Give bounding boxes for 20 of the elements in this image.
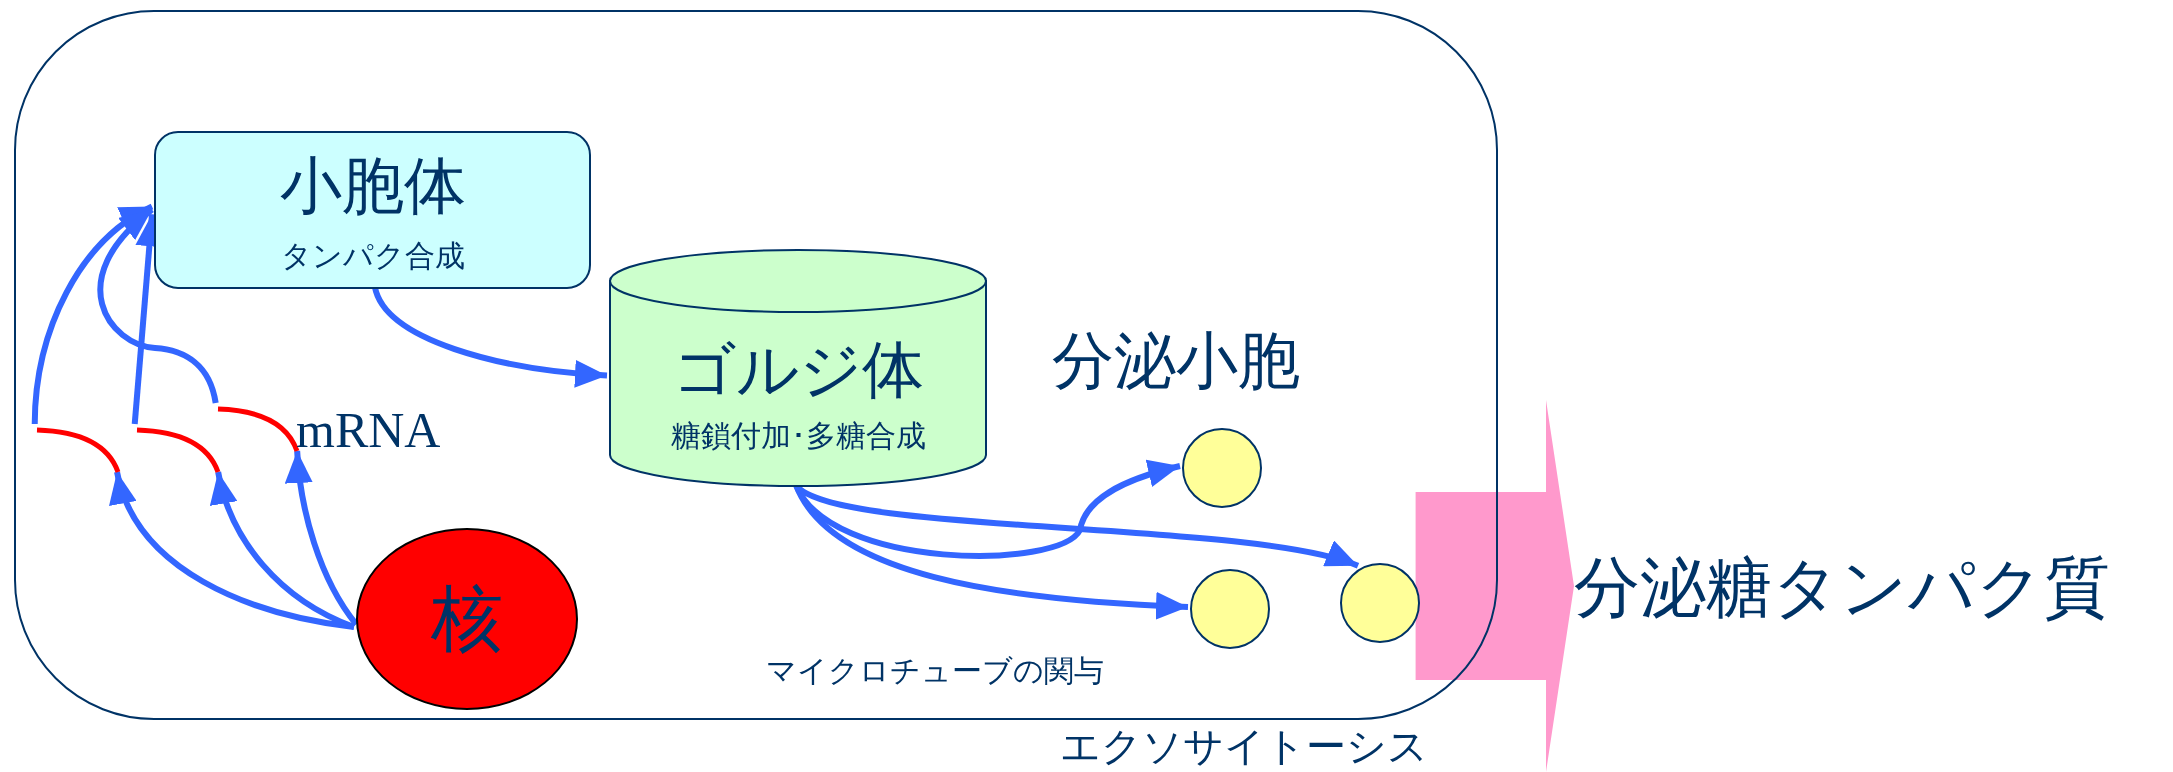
arrow: [31, 203, 154, 425]
cylinder-title: ゴルジ体: [671, 339, 925, 401]
mrna-strand: [135, 426, 221, 474]
nucleus-label: 核: [430, 582, 504, 654]
mrna-label: mRNA: [296, 405, 441, 455]
cylinder-subtitle: 糖鎖付加･多糖合成: [669, 421, 927, 451]
block-arrow: [1415, 400, 1574, 772]
box-subtitle: タンパク合成: [279, 241, 466, 271]
arrow: [211, 471, 356, 630]
box-title: 小胞体: [278, 155, 467, 217]
note-text: マイクロチューブの関与: [766, 656, 1104, 686]
arrow: [97, 207, 219, 404]
cell-outline: [14, 10, 1498, 720]
output-label: 分泌糖タンパク質: [1574, 548, 2164, 628]
vesicle-label: 分泌小胞: [1052, 330, 1300, 392]
edge-label: エクソサイトーシス: [1060, 726, 1428, 766]
mrna-strand: [35, 426, 121, 474]
organelle-box: [154, 131, 591, 289]
arrow: [112, 471, 355, 630]
cylinder: [609, 249, 987, 487]
